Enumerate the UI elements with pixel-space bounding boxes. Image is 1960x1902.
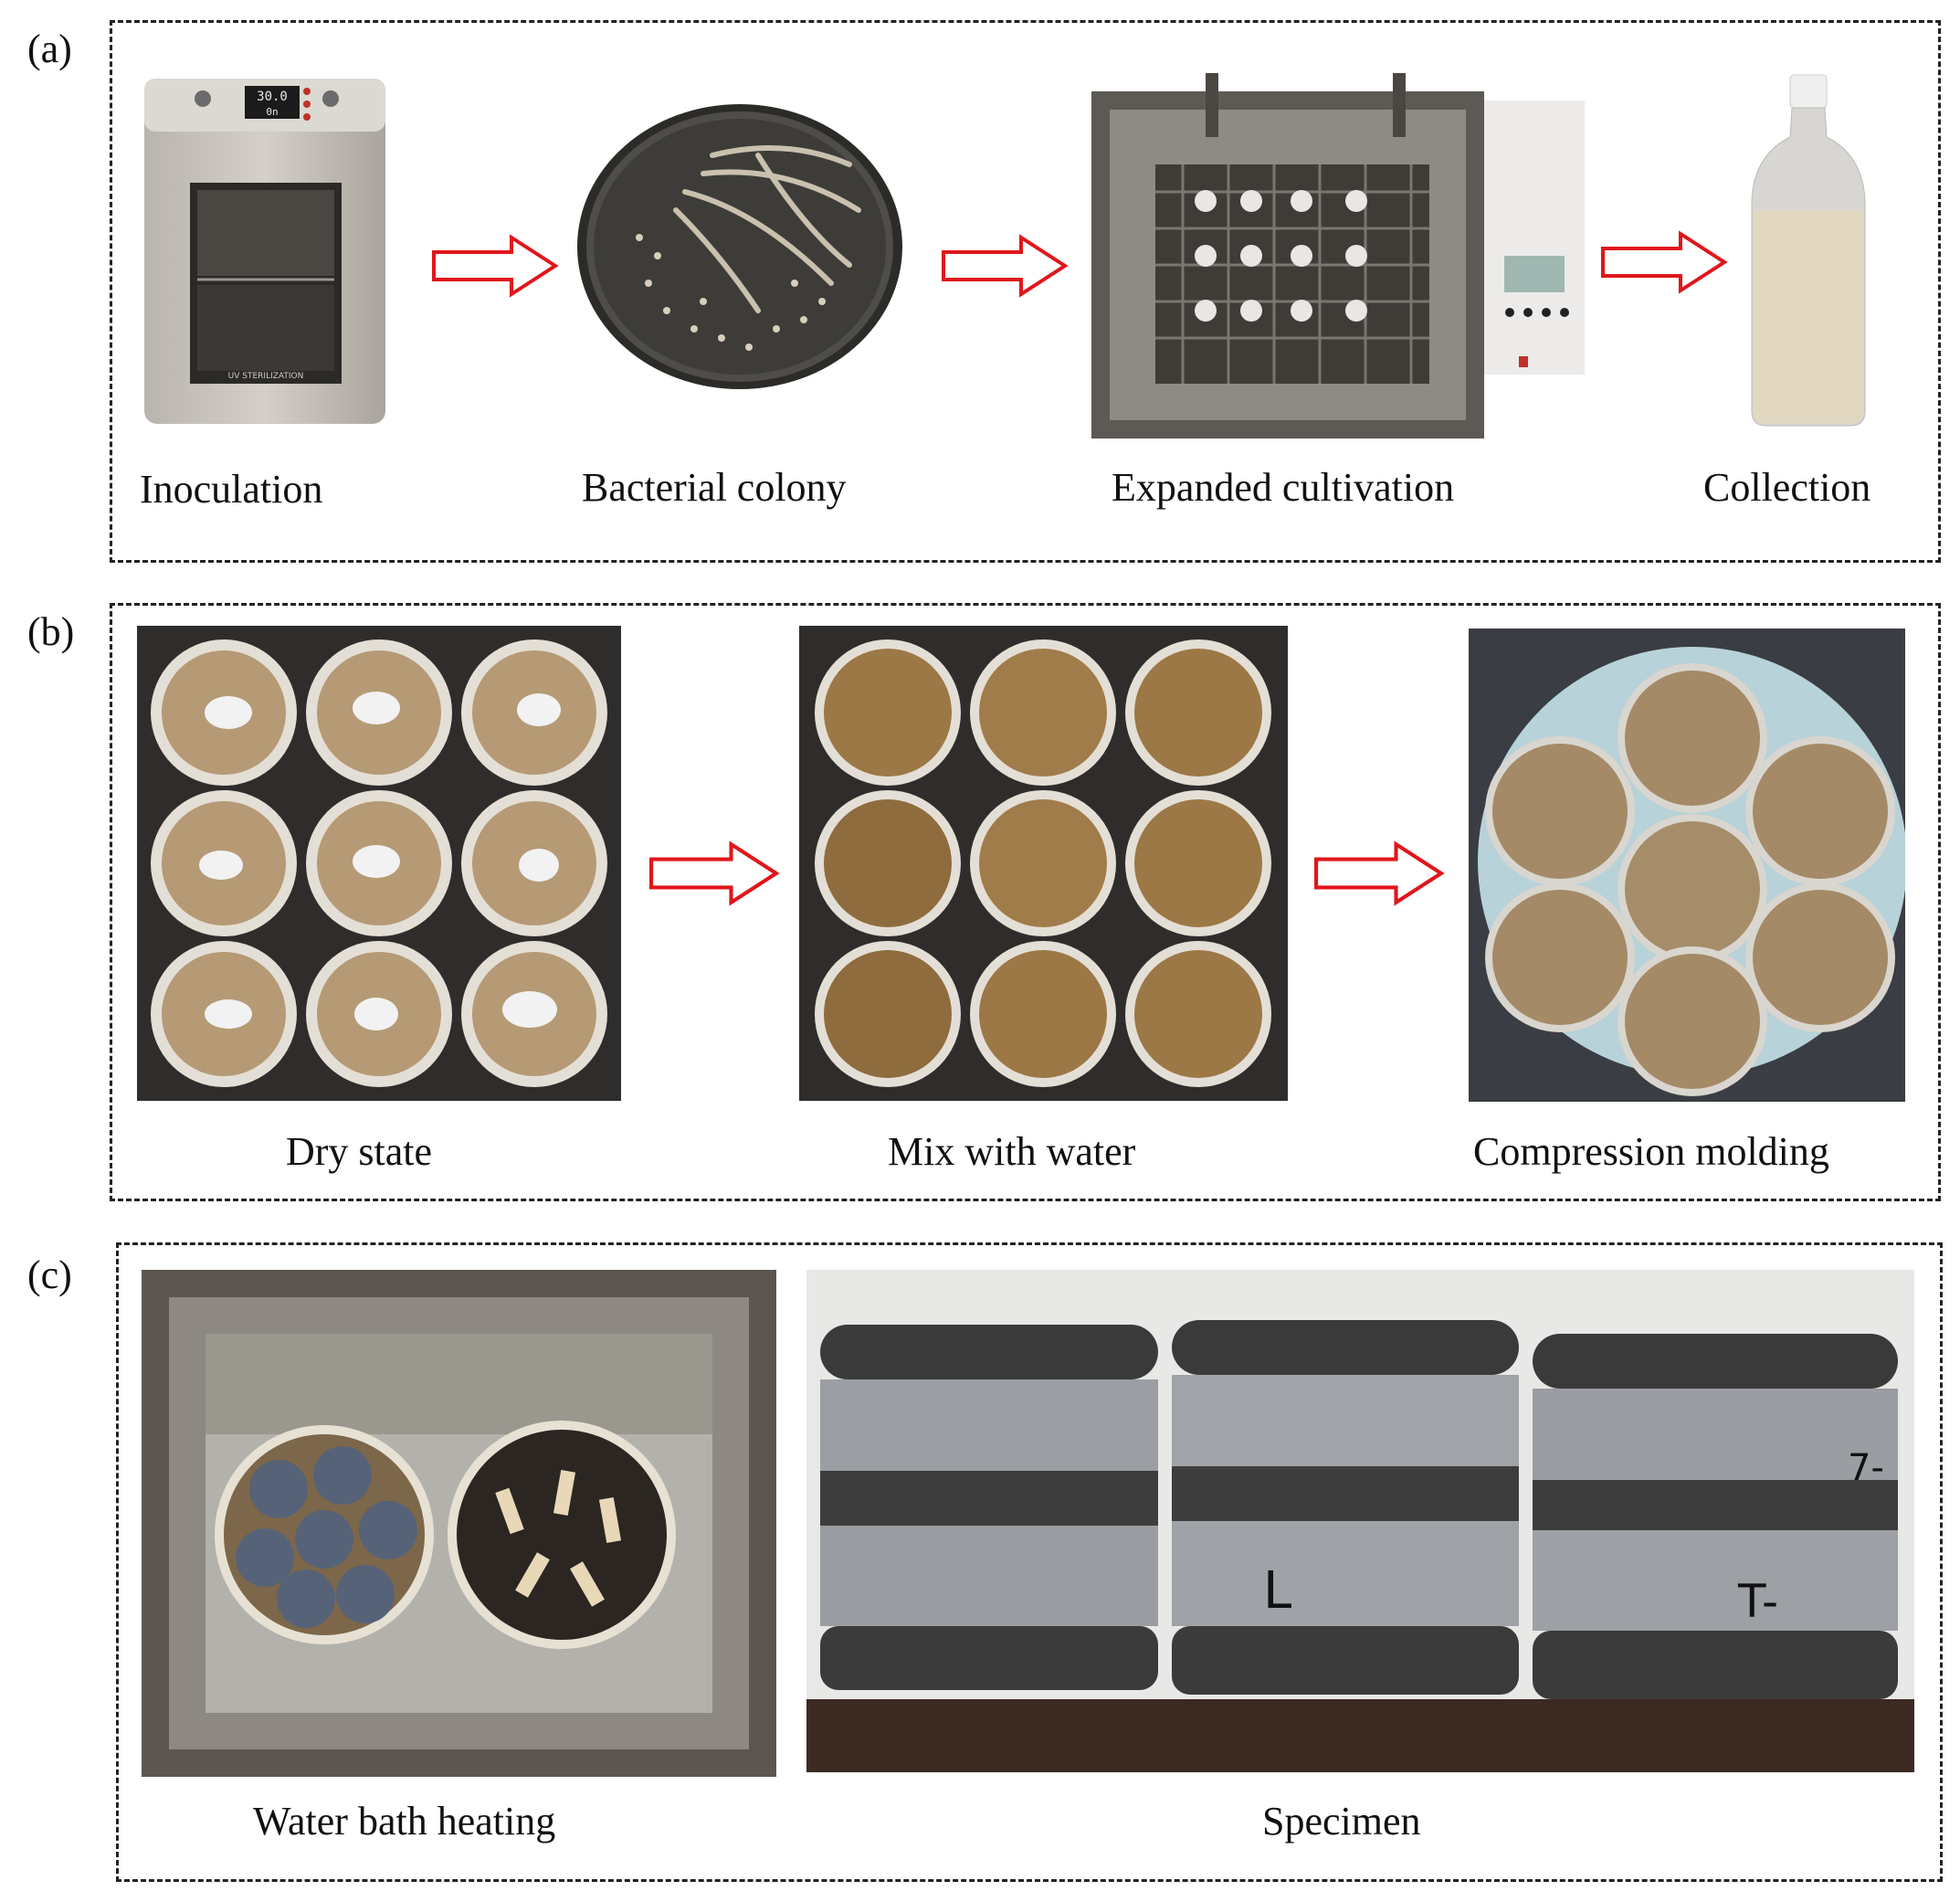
caption-water-bath-heating: Water bath heating xyxy=(253,1799,556,1844)
petri-dish-photo xyxy=(575,100,904,393)
right-arrow-icon xyxy=(1601,230,1728,294)
incubator-photo: 30.0 0n UV STERILIZATION xyxy=(137,73,393,429)
panel-a-frame xyxy=(110,20,1941,563)
compression-molding-photo xyxy=(1469,629,1905,1102)
arrow-a1 xyxy=(431,234,559,298)
incubator-display-mode: 0n xyxy=(266,106,278,118)
caption-specimen: Specimen xyxy=(1262,1799,1421,1844)
right-arrow-icon xyxy=(649,840,780,906)
mix-with-water-photo xyxy=(799,626,1288,1101)
incubator-display-temp: 30.0 xyxy=(257,90,288,104)
arrow-a3 xyxy=(1600,230,1728,294)
right-arrow-icon xyxy=(1314,840,1445,906)
incubator-window-label: UV STERILIZATION xyxy=(228,372,304,381)
arrow-b2 xyxy=(1312,840,1447,906)
shaker-photo xyxy=(1091,73,1585,439)
caption-bacterial-colony: Bacterial colony xyxy=(582,465,847,510)
caption-dry-state: Dry state xyxy=(286,1129,433,1174)
panel-c-label: (c) xyxy=(27,1252,72,1297)
water-bath-photo xyxy=(142,1270,776,1777)
collection-bottle-photo xyxy=(1744,73,1872,429)
panel-a-label: (a) xyxy=(27,26,72,71)
arrow-a2 xyxy=(941,234,1069,298)
specimen-mark-7: 7- xyxy=(1848,1447,1884,1489)
caption-expanded-cultivation: Expanded cultivation xyxy=(1112,465,1455,510)
specimen-photo: L T- 7- xyxy=(806,1270,1914,1772)
caption-mix-with-water: Mix with water xyxy=(888,1129,1136,1174)
caption-compression-molding: Compression molding xyxy=(1473,1129,1829,1174)
right-arrow-icon xyxy=(432,234,559,298)
specimen-mark-t: T- xyxy=(1737,1575,1778,1628)
caption-collection: Collection xyxy=(1703,465,1871,510)
panel-c-frame xyxy=(116,1242,1943,1882)
specimen-mark-l: L xyxy=(1263,1561,1291,1621)
caption-inoculation: Inoculation xyxy=(140,467,323,512)
right-arrow-icon xyxy=(942,234,1069,298)
dry-state-photo xyxy=(137,626,621,1101)
arrow-b1 xyxy=(647,840,782,906)
panel-b-label: (b) xyxy=(27,609,75,654)
panel-b-frame xyxy=(110,603,1941,1201)
